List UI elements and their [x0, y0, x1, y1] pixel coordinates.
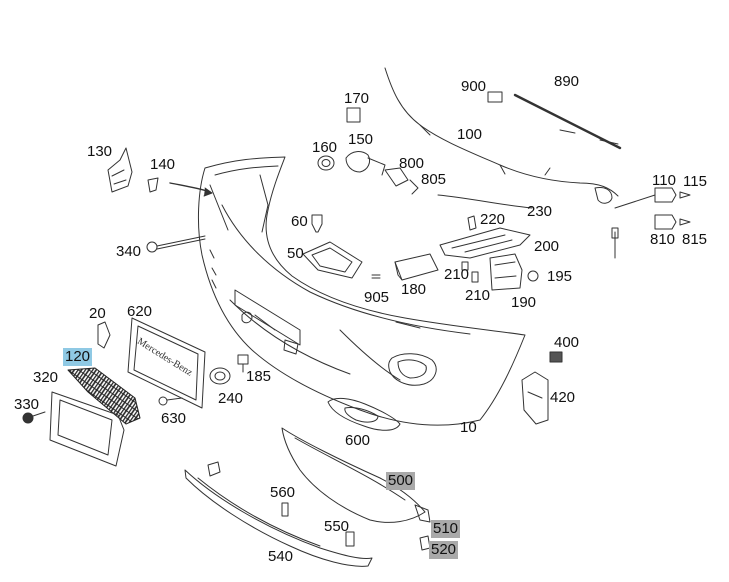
- fasteners-185-240: [209, 354, 249, 385]
- callout-810[interactable]: 810: [650, 231, 676, 248]
- callout-195[interactable]: 195: [547, 268, 573, 285]
- callout-340[interactable]: 340: [116, 243, 142, 260]
- callout-190[interactable]: 190: [511, 294, 537, 311]
- callout-20[interactable]: 20: [89, 305, 106, 322]
- callout-420[interactable]: 420: [550, 389, 576, 406]
- callout-320[interactable]: 320: [33, 369, 59, 386]
- callout-150[interactable]: 150: [348, 131, 374, 148]
- callout-815[interactable]: 815: [682, 231, 708, 248]
- fasteners-400-420: [521, 351, 563, 425]
- fasteners-560-550: [281, 502, 355, 547]
- callout-600[interactable]: 600: [345, 432, 371, 449]
- sensors-110-810: [611, 187, 691, 259]
- screw-340: [146, 235, 206, 253]
- callout-540[interactable]: 540: [268, 548, 294, 565]
- callout-510[interactable]: 510: [431, 520, 461, 538]
- callout-210b[interactable]: 210: [465, 287, 491, 304]
- callout-550[interactable]: 550: [324, 518, 350, 535]
- clip-20: [97, 321, 111, 349]
- callout-400[interactable]: 400: [554, 334, 580, 351]
- lower-strip-540: [184, 461, 373, 567]
- callout-560[interactable]: 560: [270, 484, 296, 501]
- callout-620[interactable]: 620: [127, 303, 153, 320]
- bracket-200: [439, 215, 531, 271]
- callout-185[interactable]: 185: [246, 368, 272, 385]
- callout-240[interactable]: 240: [218, 390, 244, 407]
- callout-140[interactable]: 140: [150, 156, 176, 173]
- callout-800[interactable]: 800: [399, 155, 425, 172]
- callout-900[interactable]: 900: [461, 78, 487, 95]
- callout-210a[interactable]: 210: [444, 266, 470, 283]
- callout-200[interactable]: 200: [534, 238, 560, 255]
- wiring-harness-100: [384, 67, 619, 209]
- clip-60: [311, 214, 323, 233]
- callout-130[interactable]: 130: [87, 143, 113, 160]
- callout-500[interactable]: 500: [386, 472, 416, 490]
- callout-630[interactable]: 630: [161, 410, 187, 427]
- callout-115[interactable]: 115: [683, 173, 707, 190]
- callout-520[interactable]: 520: [429, 541, 459, 559]
- leader-140: [147, 177, 213, 197]
- trim-600: [327, 397, 401, 431]
- callout-170[interactable]: 170: [344, 90, 370, 107]
- bracket-50: [302, 241, 363, 279]
- screw-330: [22, 411, 46, 424]
- callout-120[interactable]: 120: [63, 348, 93, 366]
- license-plate-620: [127, 317, 206, 409]
- bumper-cover: [197, 156, 526, 426]
- sensor-group: [317, 107, 419, 195]
- callout-60[interactable]: 60: [291, 213, 308, 230]
- callout-50[interactable]: 50: [287, 245, 304, 262]
- callout-230[interactable]: 230: [527, 203, 553, 220]
- callout-10[interactable]: 10: [460, 419, 477, 436]
- lower-panel-500: [281, 427, 431, 523]
- callout-110[interactable]: 110: [652, 172, 676, 189]
- callout-220[interactable]: 220: [480, 211, 506, 228]
- screw-630: [158, 396, 183, 406]
- callout-890[interactable]: 890: [554, 73, 580, 90]
- harness-890: [487, 91, 622, 150]
- callout-180[interactable]: 180: [401, 281, 427, 298]
- callout-100[interactable]: 100: [457, 126, 483, 143]
- callout-905[interactable]: 905: [364, 289, 390, 306]
- callout-805[interactable]: 805: [421, 171, 447, 188]
- plate-holder-320: [49, 391, 125, 467]
- grille-120: [67, 367, 141, 425]
- callout-160[interactable]: 160: [312, 139, 338, 156]
- bracket-190: [471, 253, 539, 291]
- callout-330[interactable]: 330: [14, 396, 40, 413]
- bracket-130: [107, 147, 133, 193]
- module-180: [371, 253, 439, 281]
